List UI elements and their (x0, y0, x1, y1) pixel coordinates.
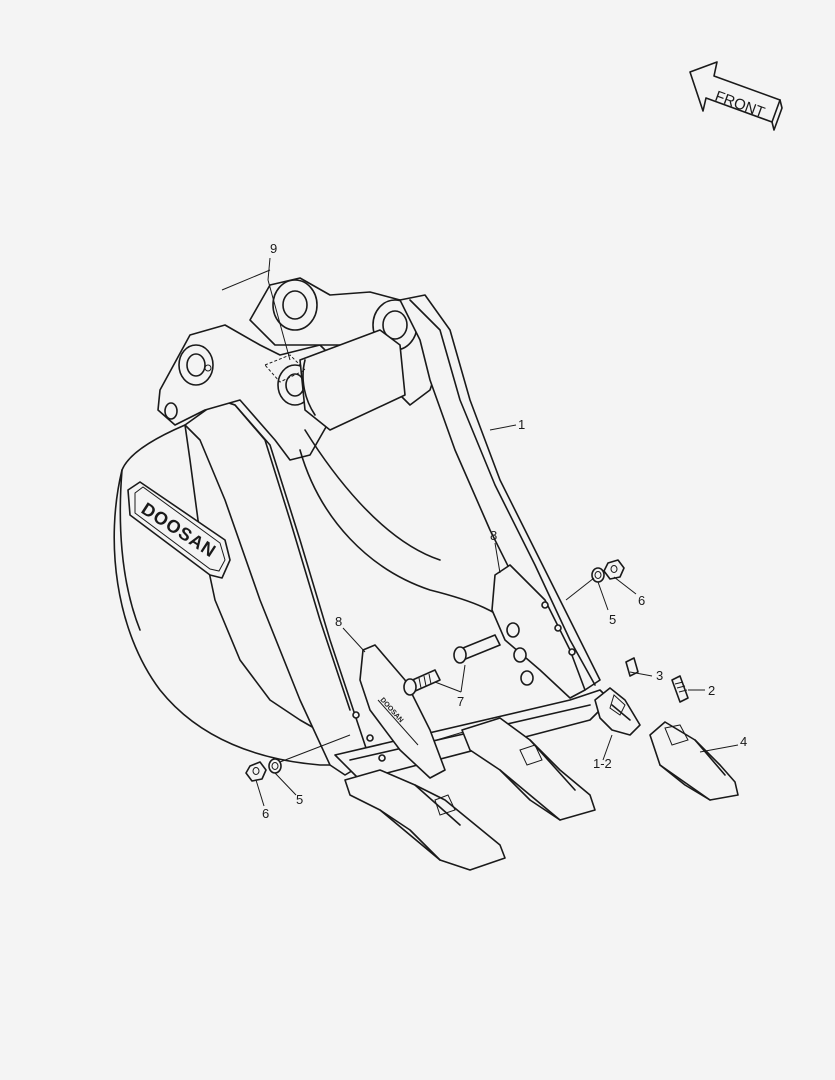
tooth-right-adapter (594, 687, 641, 736)
tooth-point-4 (649, 721, 739, 801)
bolt-lower (403, 669, 441, 696)
lock-3 (625, 657, 639, 677)
callout-1-2: 1-2 (593, 756, 612, 771)
callout-8-left: 8 (335, 614, 342, 629)
nut-left (245, 761, 267, 782)
callout-5-right: 5 (609, 612, 616, 627)
callouts: 1 1-2 2 3 4 5 5 6 6 7 8 8 9 (262, 241, 747, 821)
leader-lines (221, 257, 739, 807)
callout-7: 7 (457, 694, 464, 709)
pin-2 (671, 675, 689, 703)
washer-left (268, 758, 282, 774)
callout-6-left: 6 (262, 806, 269, 821)
tooth-left (344, 769, 506, 871)
bolt-upper (453, 634, 501, 664)
washer-right (591, 567, 605, 583)
callout-2: 2 (708, 683, 715, 698)
tooth-center (461, 717, 596, 821)
front-arrow: FRONT (689, 61, 783, 131)
nut-right (603, 559, 625, 580)
side-cutter-right (491, 564, 586, 699)
callout-3: 3 (656, 668, 663, 683)
callout-1: 1 (518, 417, 525, 432)
bucket-body: DOOSAN (113, 277, 611, 781)
callout-9: 9 (270, 241, 277, 256)
callout-8-right: 8 (490, 528, 497, 543)
doosan-logo-plate: DOOSAN (127, 481, 231, 579)
side-cutter-left: DOOSAN (352, 644, 446, 779)
callout-6-right: 6 (638, 593, 645, 608)
callout-5-left: 5 (296, 792, 303, 807)
callout-4: 4 (740, 734, 747, 749)
